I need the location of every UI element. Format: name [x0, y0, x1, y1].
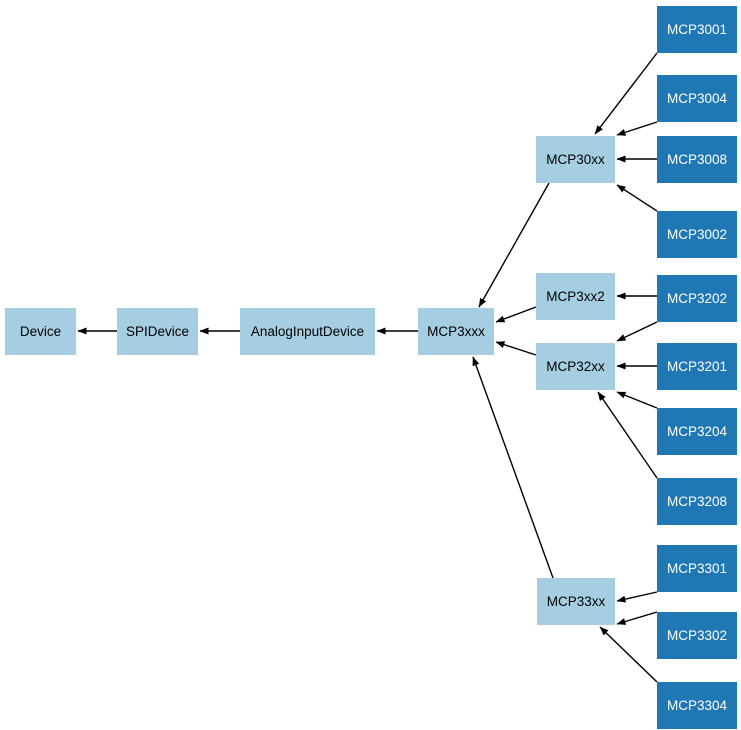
edge-mcp30xx-to-mcp3xxx: [478, 182, 550, 308]
node-label-mcp3xxx: MCP3xxx: [427, 324, 485, 339]
node-mcp3002[interactable]: MCP3002: [657, 211, 737, 258]
node-mcp3xx2[interactable]: MCP3xx2: [536, 273, 615, 320]
node-label-mcp3302: MCP3302: [667, 628, 727, 643]
node-box-analoginputdevice: [240, 308, 375, 355]
node-label-mcp3301: MCP3301: [667, 561, 727, 576]
edge-mcp3002-to-mcp30xx: [616, 184, 658, 212]
node-analoginputdevice[interactable]: AnalogInputDevice: [240, 308, 375, 355]
node-label-mcp3202: MCP3202: [667, 291, 727, 306]
node-label-mcp3208: MCP3208: [667, 494, 727, 509]
node-mcp3004[interactable]: MCP3004: [657, 75, 737, 122]
edge-mcp3xx2-to-mcp3xxx: [495, 306, 537, 323]
edge-mcp33xx-to-mcp3xxx: [472, 356, 554, 579]
edge-mcp3004-to-mcp30xx: [616, 121, 658, 136]
node-label-mcp33xx: MCP33xx: [547, 594, 606, 609]
node-box-mcp3002: [657, 211, 737, 258]
node-device[interactable]: Device: [5, 308, 76, 355]
node-label-mcp3008: MCP3008: [667, 152, 727, 167]
edge-mcp3302-to-mcp33xx: [616, 611, 658, 625]
edge-layer: [77, 52, 658, 683]
node-box-mcp3xxx: [418, 308, 494, 355]
node-mcp30xx[interactable]: MCP30xx: [536, 136, 615, 183]
node-mcp3201[interactable]: MCP3201: [657, 343, 737, 390]
node-box-mcp3202: [657, 275, 737, 322]
node-box-mcp3004: [657, 75, 737, 122]
node-label-mcp3004: MCP3004: [667, 91, 728, 106]
node-mcp3208[interactable]: MCP3208: [657, 478, 737, 525]
node-box-mcp3208: [657, 478, 737, 525]
node-label-analoginputdevice: AnalogInputDevice: [251, 324, 364, 339]
node-box-mcp3001: [657, 6, 737, 53]
node-box-mcp32xx: [536, 343, 615, 390]
node-box-mcp3008: [657, 136, 737, 183]
edge-mcp3001-to-mcp30xx: [594, 52, 658, 135]
node-mcp3204[interactable]: MCP3204: [657, 408, 737, 455]
node-mcp3302[interactable]: MCP3302: [657, 612, 737, 659]
node-label-mcp3xx2: MCP3xx2: [546, 289, 605, 304]
node-label-mcp3002: MCP3002: [667, 227, 727, 242]
edge-mcp32xx-to-mcp3xxx: [495, 341, 537, 356]
edge-mcp3202-to-mcp32xx: [616, 321, 658, 342]
node-mcp3001[interactable]: MCP3001: [657, 6, 737, 53]
node-label-device: Device: [20, 324, 61, 339]
node-box-mcp3302: [657, 612, 737, 659]
node-label-mcp3304: MCP3304: [667, 698, 728, 713]
edge-mcp3301-to-mcp33xx: [616, 591, 658, 603]
node-mcp3202[interactable]: MCP3202: [657, 275, 737, 322]
node-box-mcp3201: [657, 343, 737, 390]
node-label-mcp3001: MCP3001: [667, 22, 727, 37]
node-mcp32xx[interactable]: MCP32xx: [536, 343, 615, 390]
node-mcp3304[interactable]: MCP3304: [657, 682, 737, 729]
node-label-mcp32xx: MCP32xx: [546, 359, 605, 374]
node-box-mcp30xx: [536, 136, 615, 183]
node-box-mcp3304: [657, 682, 737, 729]
node-mcp3008[interactable]: MCP3008: [657, 136, 737, 183]
edge-mcp3304-to-mcp33xx: [599, 626, 658, 683]
node-mcp3xxx[interactable]: MCP3xxx: [418, 308, 494, 355]
node-box-mcp3301: [657, 545, 737, 592]
node-box-device: [5, 308, 76, 355]
node-mcp3301[interactable]: MCP3301: [657, 545, 737, 592]
node-label-spidevice: SPIDevice: [126, 324, 189, 339]
node-mcp33xx[interactable]: MCP33xx: [537, 578, 615, 625]
node-label-mcp3201: MCP3201: [667, 359, 727, 374]
node-label-mcp30xx: MCP30xx: [546, 152, 605, 167]
node-spidevice[interactable]: SPIDevice: [117, 308, 198, 355]
node-box-mcp3204: [657, 408, 737, 455]
node-box-mcp3xx2: [536, 273, 615, 320]
edge-mcp3208-to-mcp32xx: [597, 391, 658, 479]
edge-mcp3204-to-mcp32xx: [616, 391, 658, 409]
node-label-mcp3204: MCP3204: [667, 424, 728, 439]
node-box-mcp33xx: [537, 578, 615, 625]
node-box-spidevice: [117, 308, 198, 355]
